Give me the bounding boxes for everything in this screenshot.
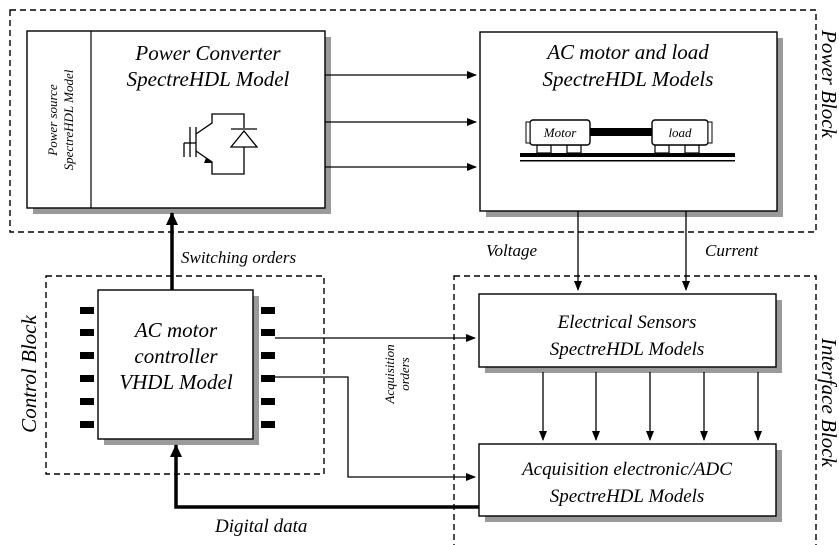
controller-box bbox=[97, 289, 259, 445]
sensors-title-1: Electrical Sensors bbox=[557, 312, 697, 333]
ac-motor-title-2: SpectreHDL Models bbox=[543, 67, 714, 91]
digital-data-arrow bbox=[170, 444, 479, 509]
sensors-box bbox=[478, 293, 782, 373]
digital-data-label: Digital data bbox=[214, 516, 307, 537]
current-label: Current bbox=[705, 241, 759, 260]
voltage-label: Voltage bbox=[486, 241, 537, 260]
ac-motor-title-1: AC motor and load bbox=[545, 40, 709, 64]
power-block-label: Power Block bbox=[817, 29, 839, 139]
load-label: load bbox=[668, 125, 692, 140]
igbt-emitter-arrow bbox=[204, 158, 213, 163]
adc-box bbox=[478, 443, 782, 522]
controller-title-1: AC motor bbox=[133, 318, 218, 342]
control-block-label: Control Block bbox=[17, 315, 41, 433]
controller-title-2: controller bbox=[134, 344, 218, 368]
adc-title-1: Acquisition electronic/ADC bbox=[520, 459, 732, 480]
acquisition-orders-label-1: Acquisition bbox=[382, 344, 397, 404]
acquisition-orders-label-2: orders bbox=[397, 357, 412, 390]
power-converter-title-2: SpectreHDL Model bbox=[127, 67, 290, 91]
igbt-diode-icon bbox=[183, 113, 259, 175]
interface-block-label: Interface Block bbox=[817, 337, 839, 468]
interface-block-frame bbox=[453, 275, 817, 545]
motor-load-illustration bbox=[520, 119, 735, 162]
power-source-label-2: SpectreHDL Model bbox=[61, 69, 76, 170]
controller-title-3: VHDL Model bbox=[119, 370, 233, 394]
acquisition-orders-arrow bbox=[262, 376, 476, 481]
chip-pins-right bbox=[261, 307, 275, 428]
power-source-label-1: Power source bbox=[45, 84, 60, 157]
motor-label: Motor bbox=[543, 125, 577, 140]
switching-orders-label: Switching orders bbox=[181, 248, 296, 267]
sensors-title-2: SpectreHDL Models bbox=[550, 339, 705, 360]
chip-pins-left bbox=[80, 307, 94, 428]
control-block-frame bbox=[45, 275, 325, 475]
power-converter-box bbox=[26, 30, 331, 214]
power-converter-title-1: Power Converter bbox=[134, 41, 281, 65]
adc-title-2: SpectreHDL Models bbox=[550, 486, 705, 507]
power-block-frame bbox=[9, 9, 817, 233]
